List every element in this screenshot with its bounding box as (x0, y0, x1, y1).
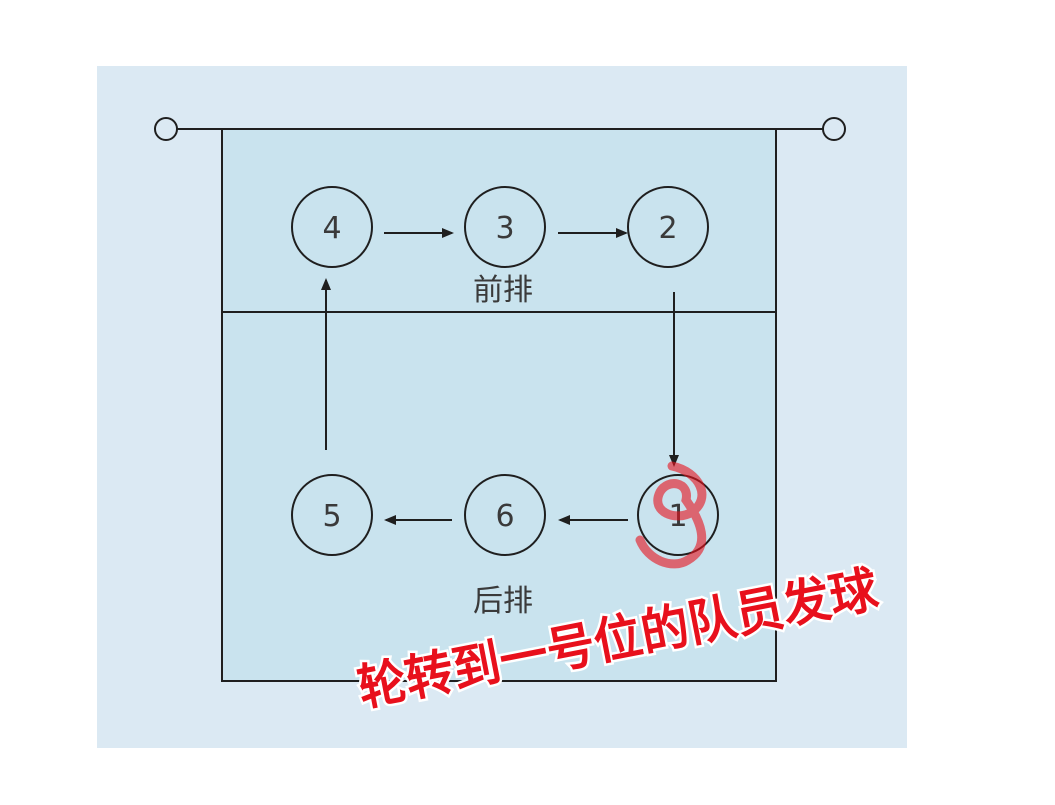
position-4-label: 4 (322, 211, 341, 246)
front-row-label: 前排 (473, 273, 533, 308)
position-3-circle (464, 186, 546, 268)
position-5-circle (291, 474, 373, 556)
position-6-label: 6 (495, 499, 514, 534)
position-4-circle (291, 186, 373, 268)
court (221, 128, 777, 682)
red-swirl-mark (635, 461, 707, 569)
position-1-circle (637, 474, 719, 556)
position-2-label: 2 (658, 211, 677, 246)
position-3-label: 3 (495, 211, 514, 246)
position-5-label: 5 (322, 499, 341, 534)
back-row-label: 后排 (473, 584, 533, 619)
position-6-circle (464, 474, 546, 556)
net-post-left (154, 117, 178, 141)
net-post-right (822, 117, 846, 141)
position-2-circle (627, 186, 709, 268)
